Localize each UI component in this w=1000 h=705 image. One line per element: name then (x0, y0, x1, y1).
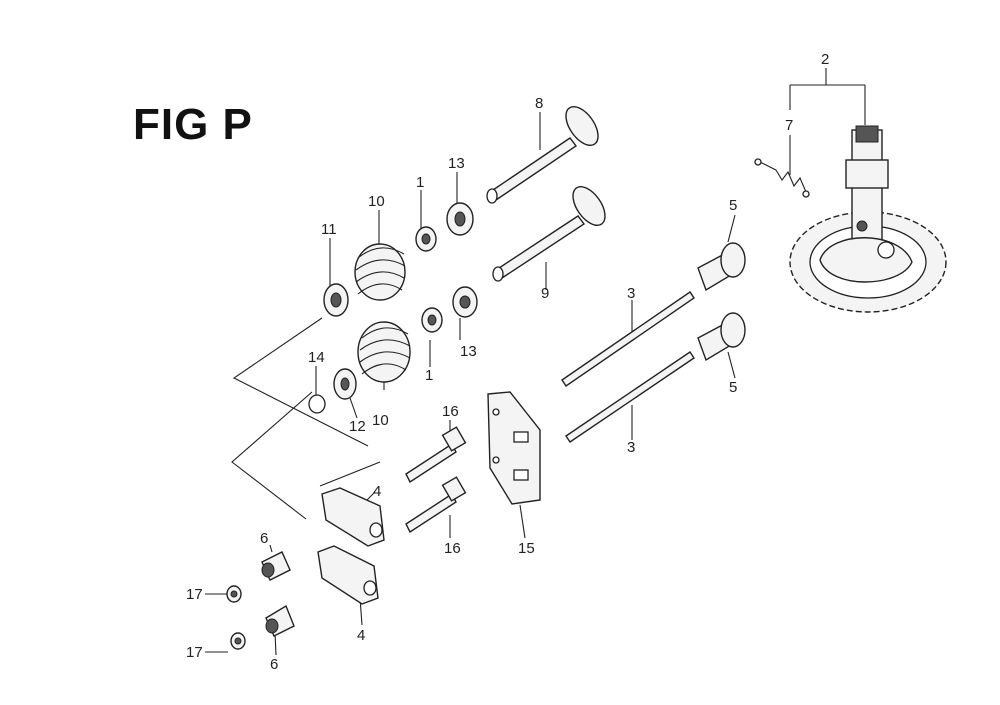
callout-11: 11 (321, 221, 337, 238)
callout-17-bottom: 17 (186, 644, 203, 661)
callout-5-top: 5 (729, 197, 737, 214)
callout-7: 7 (785, 117, 793, 134)
callout-3-top: 3 (627, 285, 635, 302)
callout-14: 14 (308, 349, 325, 366)
rocker-arms (317, 487, 385, 605)
adjusting-nuts (415, 226, 443, 333)
camshaft-gear (789, 125, 947, 313)
callout-6-top: 6 (260, 530, 268, 547)
valve-springs (354, 243, 411, 383)
callout-4-bottom: 4 (357, 627, 365, 644)
figure-title: FIG P (133, 100, 253, 149)
callout-13-bottom: 13 (460, 343, 477, 360)
callout-16-bottom: 16 (444, 540, 461, 557)
callout-12: 12 (349, 418, 366, 435)
callout-13-top: 13 (448, 155, 465, 172)
rocker-pivots (261, 551, 295, 637)
tappets (697, 242, 746, 362)
collet (308, 394, 326, 414)
pushrods (561, 291, 695, 443)
leader-lines (205, 68, 866, 656)
callout-3-bottom: 3 (627, 439, 635, 456)
valve-intake (492, 186, 606, 282)
valve-washers (446, 202, 478, 318)
callout-10-top: 10 (368, 193, 385, 210)
callout-4-top: 4 (373, 483, 381, 500)
valve-exhaust (486, 106, 599, 204)
callout-6-bottom: 6 (270, 656, 278, 673)
callout-10-bottom: 10 (372, 412, 389, 429)
callout-8: 8 (535, 95, 543, 112)
callout-2: 2 (821, 51, 829, 68)
callout-5-bottom: 5 (729, 379, 737, 396)
decompressor-spring (754, 158, 810, 198)
callout-1-top: 1 (416, 174, 424, 191)
spring-retainers (323, 283, 357, 400)
pivot-bolts (405, 426, 467, 534)
callout-labels: 8 9 2 7 5 5 3 3 10 10 11 1 1 13 13 14 12… (186, 51, 829, 673)
callout-17-top: 17 (186, 586, 203, 603)
lock-nuts (226, 585, 246, 650)
pushrod-guide-plate (487, 391, 541, 505)
callout-9: 9 (541, 285, 549, 302)
callout-1-bottom: 1 (425, 367, 433, 384)
callout-16-top: 16 (442, 403, 459, 420)
callout-15: 15 (518, 540, 535, 557)
